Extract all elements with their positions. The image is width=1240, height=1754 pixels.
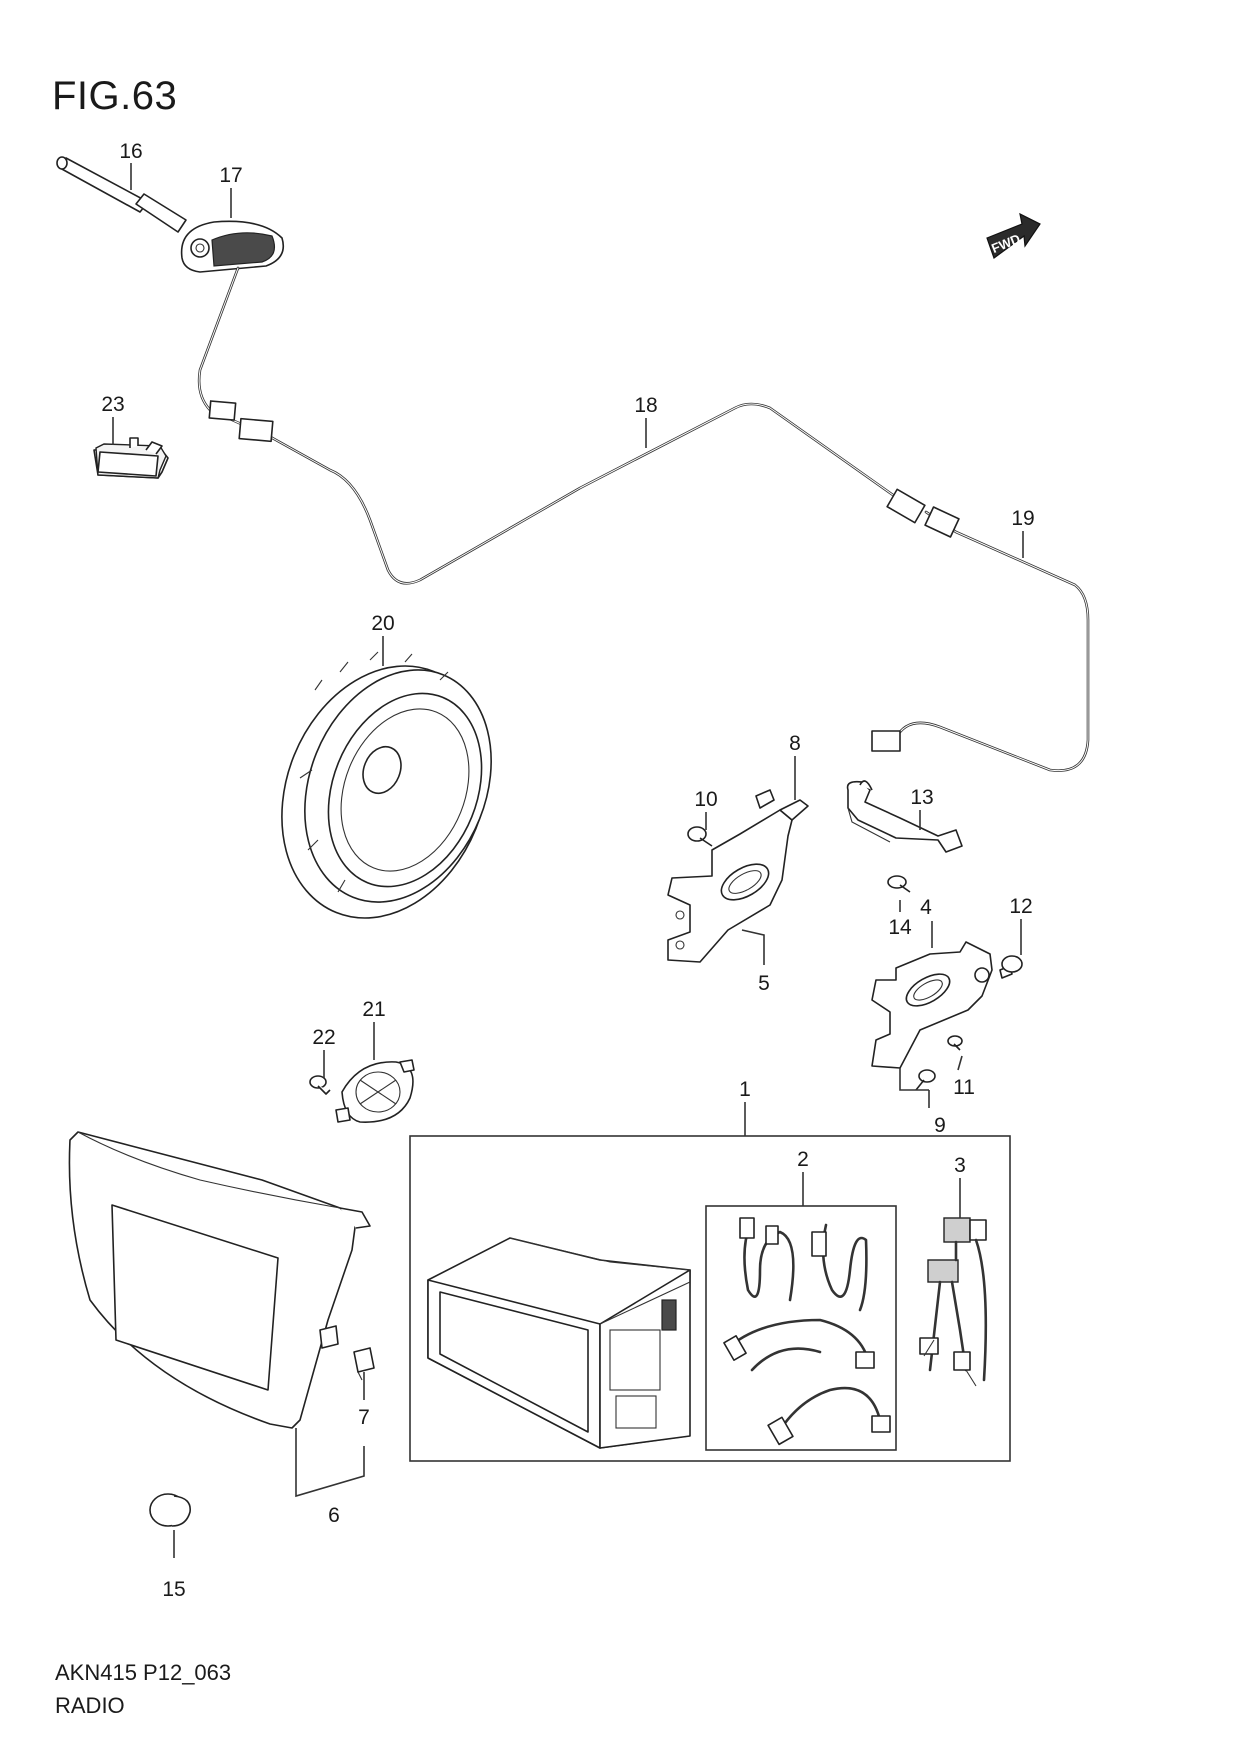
callout-6: 6	[328, 1504, 340, 1527]
callout-5: 5	[758, 972, 770, 995]
callout-9: 9	[934, 1114, 946, 1137]
callout-1: 1	[739, 1078, 751, 1101]
callout-22: 22	[312, 1026, 335, 1049]
callout-7: 7	[358, 1406, 370, 1429]
screw-9	[915, 1069, 936, 1091]
tweeter	[335, 1059, 415, 1123]
group-box-2	[705, 1205, 897, 1451]
callout-20: 20	[371, 612, 394, 635]
antenna-rod	[56, 156, 187, 233]
tapping-screw-22	[309, 1075, 331, 1095]
bolt-12	[999, 955, 1023, 979]
figure-title: FIG.63	[52, 74, 178, 118]
head-unit	[427, 1237, 691, 1449]
leader-lines	[112, 163, 1024, 1558]
screw-10	[687, 826, 713, 847]
callout-23: 23	[101, 393, 124, 416]
callouts: 16 17 23 18 19 20 8 10 13 14 4 12 5 11 9…	[101, 140, 1034, 1601]
callout-13: 13	[910, 786, 933, 809]
clip-7	[353, 1347, 375, 1381]
callout-3: 3	[954, 1154, 966, 1177]
footer-code: AKN415 P12_063	[55, 1660, 232, 1685]
callout-17: 17	[219, 164, 242, 187]
footer-name: RADIO	[55, 1693, 125, 1718]
bracket-left	[667, 789, 809, 963]
screw-11	[947, 1035, 963, 1051]
callout-4: 4	[920, 896, 932, 919]
cap-15	[149, 1493, 191, 1527]
antenna-cable	[197, 266, 926, 585]
speaker	[281, 651, 492, 919]
callout-2: 2	[797, 1148, 809, 1171]
callout-12: 12	[1009, 895, 1032, 918]
callout-8: 8	[789, 732, 801, 755]
antenna-base	[180, 220, 285, 273]
callout-16: 16	[119, 140, 142, 163]
bracket-13	[846, 780, 963, 853]
extension-cable	[871, 506, 1090, 772]
trim-clip	[93, 437, 169, 479]
bezel	[68, 1131, 371, 1429]
callout-14: 14	[888, 916, 912, 939]
group-box-1	[409, 1135, 1011, 1462]
forward-arrow-badge: FWD	[986, 212, 1041, 259]
callout-11: 11	[953, 1076, 975, 1099]
callout-21: 21	[362, 998, 385, 1021]
callout-18: 18	[634, 394, 657, 417]
callout-10: 10	[694, 788, 717, 811]
callout-19: 19	[1011, 507, 1034, 530]
screw-14	[887, 875, 911, 893]
bracket-right	[871, 941, 993, 1069]
wiring-harness	[919, 1217, 988, 1387]
cable-set	[723, 1217, 891, 1446]
callout-15: 15	[162, 1578, 185, 1601]
